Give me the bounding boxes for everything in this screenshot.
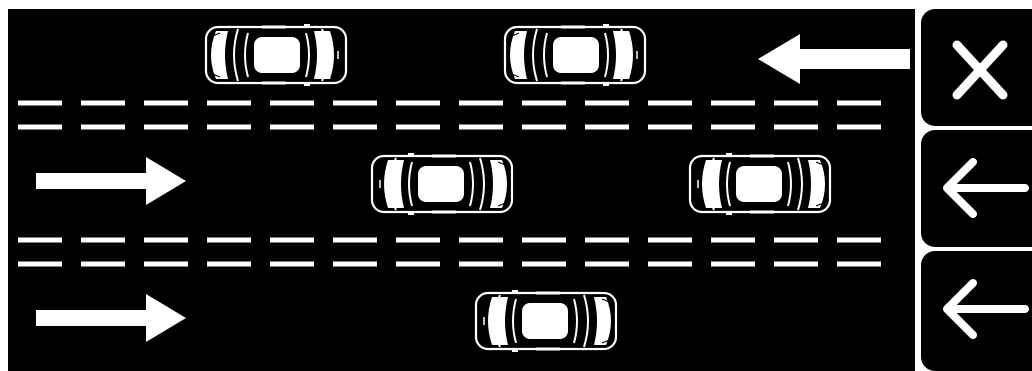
- lane-dash: [837, 238, 881, 243]
- lane-dash: [711, 101, 755, 106]
- lane-dash: [333, 238, 377, 243]
- lane-dash: [711, 125, 755, 130]
- lane-dash: [459, 125, 503, 130]
- lane-dash: [333, 101, 377, 106]
- lane-dash: [648, 238, 692, 243]
- lane-dash: [18, 125, 62, 130]
- lane-dash: [207, 101, 251, 106]
- lane-dash: [144, 101, 188, 106]
- lane-dash: [585, 238, 629, 243]
- arrow-left-icon: [947, 283, 1025, 335]
- x-icon: [957, 45, 1003, 95]
- lane-dash: [711, 238, 755, 243]
- lane-dash: [396, 262, 440, 267]
- lane-dash: [18, 101, 62, 106]
- lane-dash: [207, 125, 251, 130]
- lane-dash: [585, 101, 629, 106]
- lane-dash: [396, 238, 440, 243]
- lane-dash: [144, 125, 188, 130]
- lane-dash: [207, 262, 251, 267]
- lane-dash: [81, 125, 125, 130]
- lane-dash: [18, 238, 62, 243]
- road-panel: [0, 0, 918, 371]
- lane-dash: [522, 125, 566, 130]
- lane-dash: [522, 262, 566, 267]
- lane-dash: [207, 238, 251, 243]
- car: [690, 153, 830, 215]
- lane-dash: [81, 101, 125, 106]
- car: [476, 290, 616, 352]
- lane-dash: [459, 262, 503, 267]
- lane-dash: [144, 262, 188, 267]
- lane-dash: [837, 262, 881, 267]
- lane-dash: [270, 125, 314, 130]
- lane-dash: [81, 262, 125, 267]
- lane-dash: [585, 262, 629, 267]
- lane-dash: [144, 238, 188, 243]
- lane-dash: [270, 238, 314, 243]
- lane-dash: [459, 238, 503, 243]
- lane-signal-3: [921, 251, 1032, 371]
- lane-dash: [837, 125, 881, 130]
- lane-dash: [648, 101, 692, 106]
- lane-dash: [837, 101, 881, 106]
- lane-dash: [459, 101, 503, 106]
- car: [372, 153, 512, 215]
- lane-dash: [270, 262, 314, 267]
- arrow-left-icon: [947, 162, 1025, 214]
- car: [206, 24, 346, 86]
- lane-dash: [333, 125, 377, 130]
- lane-dash: [270, 101, 314, 106]
- car: [505, 24, 645, 86]
- lane-dash: [585, 125, 629, 130]
- lane-dash: [648, 262, 692, 267]
- lane-dash: [774, 262, 818, 267]
- lane-dash: [522, 101, 566, 106]
- lane-dash: [522, 238, 566, 243]
- lane-dash: [81, 238, 125, 243]
- lane-dash: [648, 125, 692, 130]
- lane-dash: [18, 262, 62, 267]
- lane-dash: [774, 238, 818, 243]
- lane-dash: [774, 125, 818, 130]
- lane-signal-1: [921, 9, 1032, 126]
- lane-signal-2: [921, 130, 1032, 247]
- lane-dash: [396, 101, 440, 106]
- lane-dash: [396, 125, 440, 130]
- lane-dash: [333, 262, 377, 267]
- lane-dash: [711, 262, 755, 267]
- lane-dash: [774, 101, 818, 106]
